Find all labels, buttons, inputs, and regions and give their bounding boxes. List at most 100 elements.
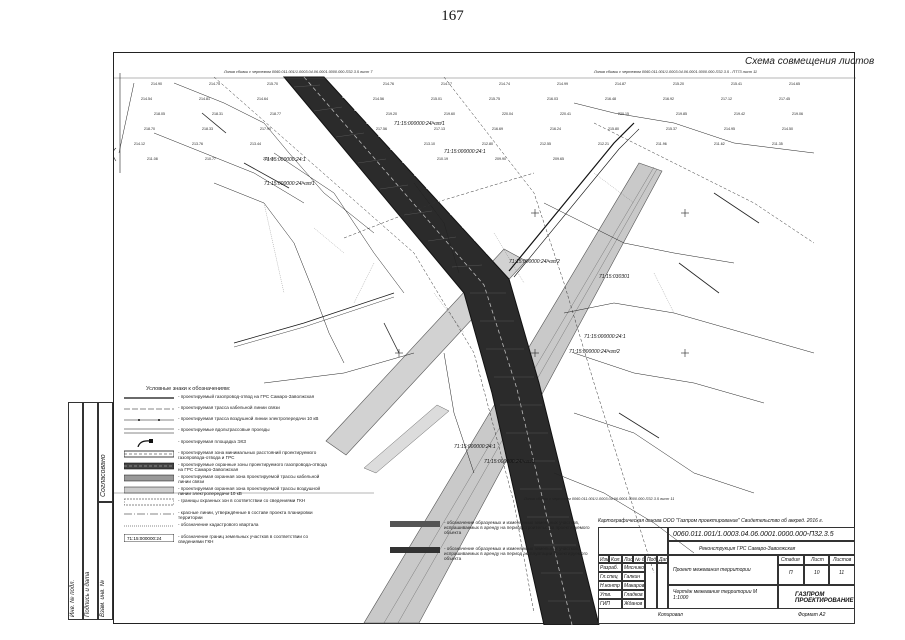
elevation-label: 212.21 xyxy=(598,142,609,146)
stage-header: Стадия xyxy=(778,555,804,565)
sheet-title: Чертёж межевания территории М 1:1000 xyxy=(668,585,778,609)
hdr-doc: № док. xyxy=(633,555,645,563)
legend-item: - проектируемая зона минимальных расстоя… xyxy=(124,450,324,460)
elevation-label: 219.06 xyxy=(792,112,803,116)
elevation-label: 217.13 xyxy=(434,127,445,131)
elevation-label: 218.05 xyxy=(154,112,165,116)
name: Гладков xyxy=(622,590,645,599)
elevation-label: 214.76 xyxy=(383,82,394,86)
legend-title: Условные знаки к обозначениям: xyxy=(146,386,231,392)
legend-item: - проектируемая охранная зона проектируе… xyxy=(124,474,324,484)
elevation-label: 219.20 xyxy=(386,112,397,116)
side-stamp-replace: Взам. инв. № xyxy=(100,579,106,617)
elevation-label: 215.80 xyxy=(608,127,619,131)
revision-area xyxy=(598,527,668,555)
elevation-label: 218.77 xyxy=(270,112,281,116)
picket-label: 576 xyxy=(402,159,410,164)
side-stamp-signature: Подпись и дата xyxy=(85,571,91,617)
role: Гл.спец xyxy=(598,572,622,581)
pipeline-zone xyxy=(282,76,600,625)
picket-label: 570 xyxy=(474,237,482,242)
copied-label: Копировал xyxy=(658,612,683,618)
elevation-label: 217.12 xyxy=(721,97,732,101)
hdr-list: Лист xyxy=(622,555,633,563)
legend-symbol xyxy=(124,408,174,410)
elevation-label: 218.31 xyxy=(212,112,223,116)
project-name: Реконструкция ГРС Самаро-Заволжская xyxy=(668,541,855,555)
elevation-label: 209.90 xyxy=(495,157,506,161)
sheet-value: 10 xyxy=(804,565,829,585)
legend-item: - проектируемые охранные зоны проектируе… xyxy=(124,462,327,472)
legend-symbol xyxy=(124,419,174,421)
side-stamp: Инв. № подл. Подпись и дата Взам. инв. №… xyxy=(68,402,113,620)
elevation-label: 215.41 xyxy=(731,82,742,86)
elevation-label: 216.92 xyxy=(663,97,674,101)
legend-symbol xyxy=(390,521,440,527)
picket-label: 572 xyxy=(450,211,458,216)
elevation-label: 219.42 xyxy=(734,112,745,116)
elevation-label: 214.90 xyxy=(151,82,162,86)
elevation-label: 211.62 xyxy=(714,142,725,146)
elevation-label: 214.87 xyxy=(615,82,626,86)
legend-symbol xyxy=(390,547,440,553)
picket-label: 574 xyxy=(426,185,434,190)
elevation-label: 216.69 xyxy=(492,127,503,131)
legend-item: - проектируемая охранная зона проектируе… xyxy=(124,486,324,496)
elevation-label: 210.19 xyxy=(437,157,448,161)
legend-symbol xyxy=(124,474,174,482)
role: ГИП xyxy=(598,599,622,609)
sheet-header: Лист xyxy=(804,555,829,565)
legend-item: - проектируемая площадка ЭХЗ xyxy=(124,439,324,449)
elevation-label: 219.85 xyxy=(676,112,687,116)
legend-symbol xyxy=(124,525,174,527)
cadastral-number: 71:15:000000:24/чзп/1 xyxy=(394,121,445,127)
name: Галкин xyxy=(622,572,645,581)
legend-symbol: 71:15:000000:24 xyxy=(124,534,174,542)
side-stamp-column xyxy=(98,402,113,502)
cadastral-number: 71:15:000000:24/чзп/3 xyxy=(484,459,535,465)
name: Мясникова xyxy=(622,563,645,572)
elevation-label: 214.65 xyxy=(789,82,800,86)
cadastral-number: 71:15:000000:24/чзп/2 xyxy=(509,259,560,265)
picket-label: 580 xyxy=(354,107,362,112)
bottom-note: Линия сбивки с чертежом 0060.011.001/1.0… xyxy=(523,497,674,501)
elevation-label: 213.44 xyxy=(250,142,261,146)
cadastral-number-labels: 71:15:000000:24/чзп/1 71:15:000000:24:1 71… xyxy=(264,121,630,465)
date-column xyxy=(657,563,668,609)
legend-symbol xyxy=(124,513,174,515)
elevation-label: 214.50 xyxy=(782,127,793,131)
elevation-label: 211.08 xyxy=(147,157,158,161)
scheme-title: Схема совмещения листов xyxy=(745,56,875,67)
elevation-label: 214.75 xyxy=(209,82,220,86)
svg-text:71:15:000000:24: 71:15:000000:24 xyxy=(127,536,162,541)
elevation-label: 220.04 xyxy=(502,112,513,116)
picket-label: 569 xyxy=(486,250,494,255)
legend-symbol xyxy=(124,498,174,506)
legend-symbol xyxy=(137,439,153,447)
cadastral-number: 71:15:000000:24:1 xyxy=(454,444,496,450)
elevation-label: 214.74 xyxy=(499,82,510,86)
elevation-label: 214.81 xyxy=(199,97,210,101)
top-note-right: Линия сбивки с чертежом 0060.011.001/1.0… xyxy=(593,70,757,74)
elevation-label: 214.17 xyxy=(441,82,452,86)
legend-item: - проектируемая трасса кабельной линии с… xyxy=(124,405,324,415)
side-stamp-agreed: Согласовано xyxy=(100,454,107,497)
elevation-label: 211.35 xyxy=(772,142,783,146)
elevation-label: 211.96 xyxy=(656,142,667,146)
elevation-label: 217.56 xyxy=(376,127,387,131)
legend-symbol xyxy=(124,397,174,399)
elevation-label: 215.20 xyxy=(673,82,684,86)
picket-label: 579 xyxy=(366,120,374,125)
elevation-label: 212.55 xyxy=(540,142,551,146)
picket-label: 581 xyxy=(342,94,350,99)
role: Разраб. xyxy=(598,563,622,572)
legend-item: - проектируемый газопровод-отвод на ГРС … xyxy=(124,394,324,404)
legend-symbol xyxy=(124,486,174,494)
elevation-label: 213.76 xyxy=(192,142,203,146)
hdr-izm: Изм. xyxy=(598,555,609,563)
sheets-value: 11 xyxy=(829,565,855,585)
legend: Условные знаки к обозначениям: - проекти… xyxy=(124,386,604,573)
cadastral-number: 71:15:000000:24:1 xyxy=(584,334,626,340)
